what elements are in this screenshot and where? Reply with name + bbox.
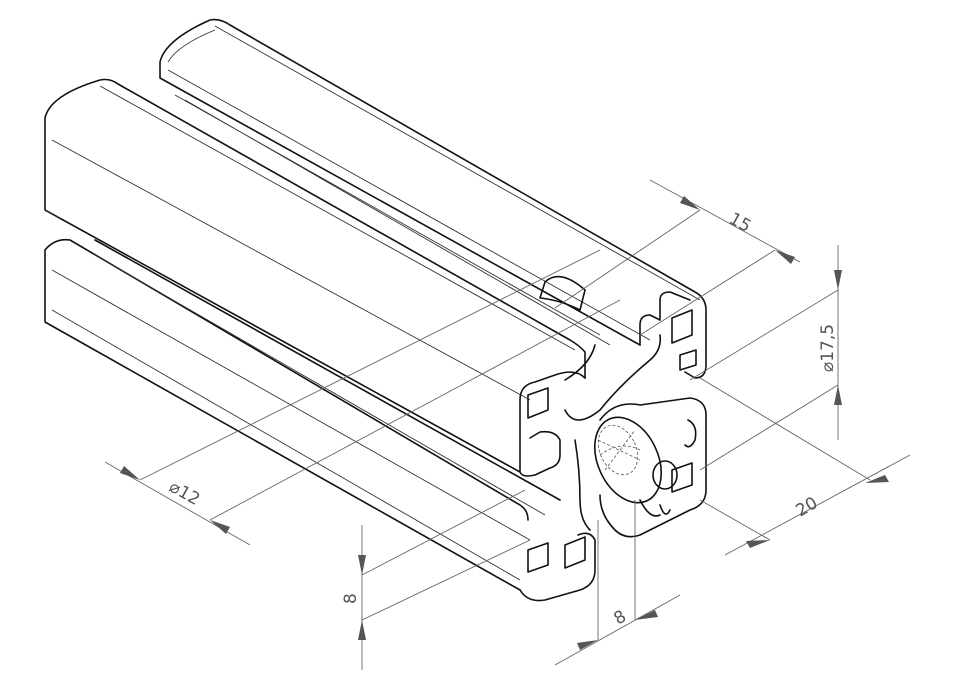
dim-profile-width: 20 (793, 493, 822, 521)
dim-outer-diameter: ⌀17,5 (818, 324, 838, 372)
dimension-labels: 15 ⌀17,5 ⌀12 20 8 8 (166, 209, 838, 629)
dim-slot-depth-horizontal: 8 (611, 607, 630, 630)
dimension-lines (104, 179, 911, 670)
profile-outline (44, 18, 707, 602)
dim-slot-depth-vertical: 8 (341, 593, 361, 604)
dim-slot-width: 15 (726, 209, 755, 237)
dim-bore-diameter: ⌀12 (166, 477, 204, 510)
